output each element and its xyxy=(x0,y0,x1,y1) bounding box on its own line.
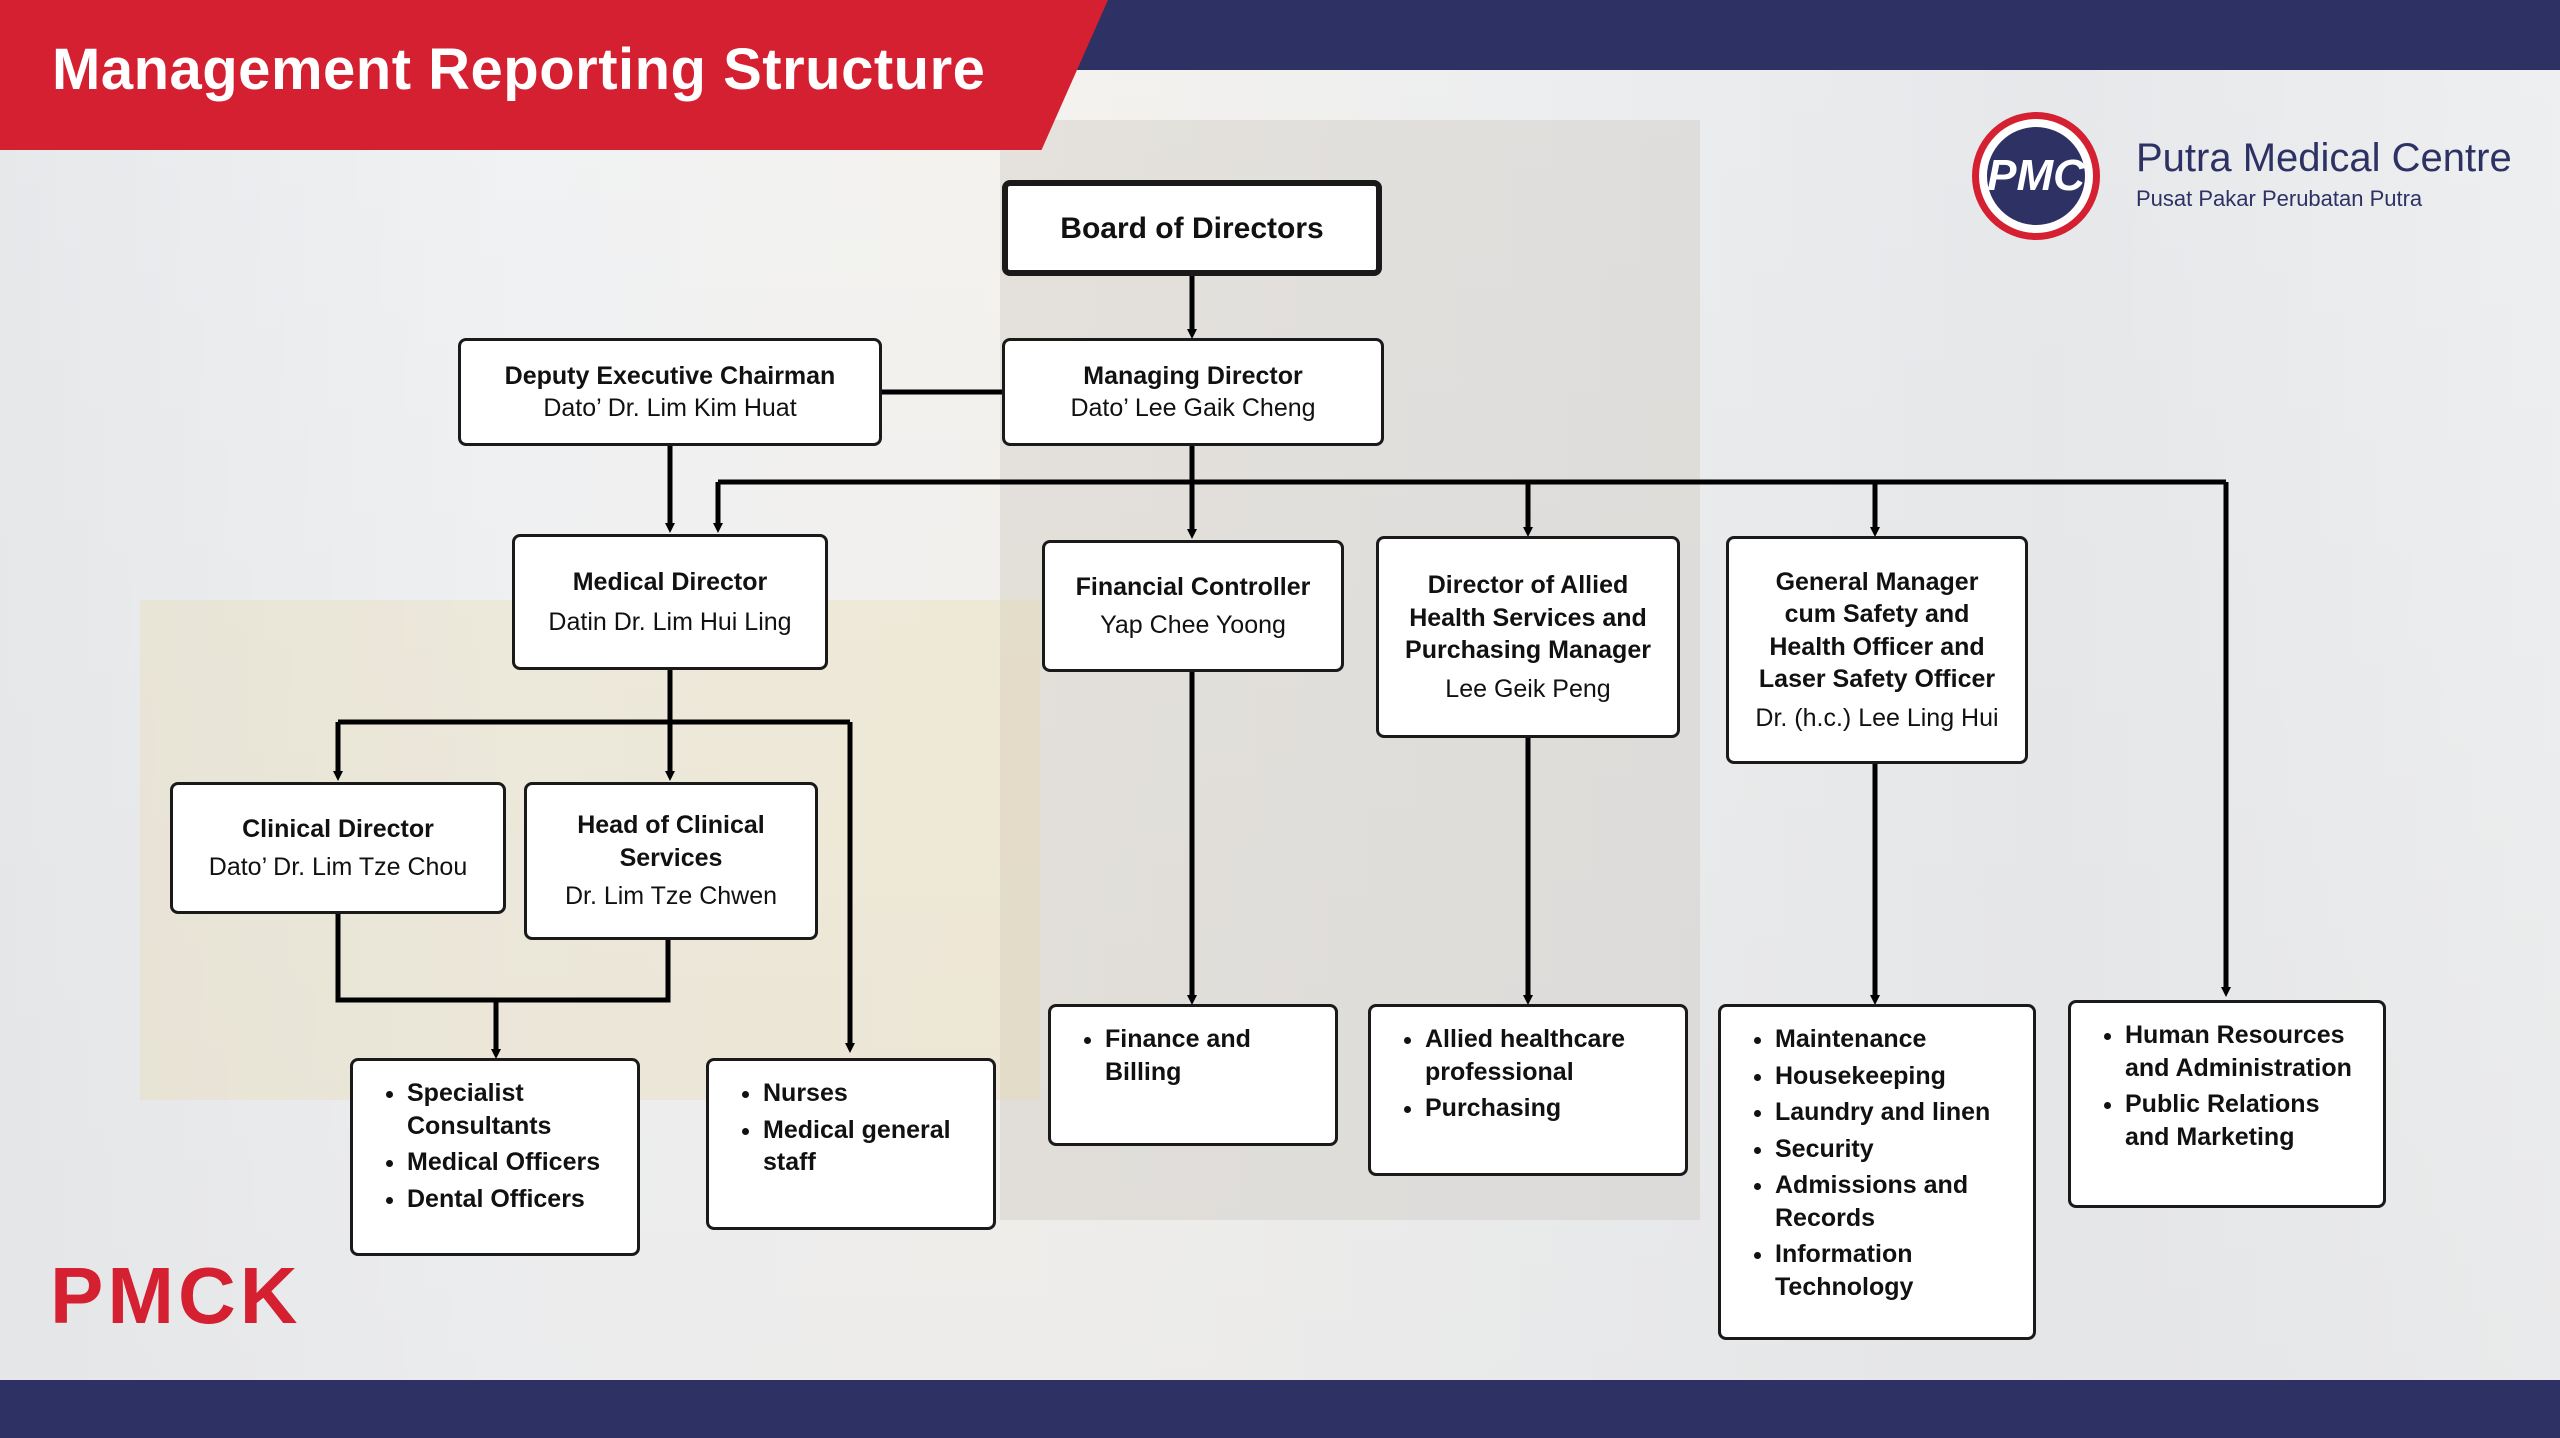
bottom-bar xyxy=(0,1380,2560,1438)
medical-title: Medical Director xyxy=(572,567,768,596)
hr-list-box: Human Resources and Administration Publi… xyxy=(2068,1000,2386,1208)
pmck-logo: PMCK xyxy=(50,1251,302,1340)
list-item: Human Resources and Administration xyxy=(2125,1019,2363,1084)
board-of-directors-box: Board of Directors xyxy=(1002,180,1382,276)
headclin-title: Head of Clinical Services xyxy=(577,811,765,872)
finance-title: Financial Controller xyxy=(1075,572,1311,601)
logo-name: Putra Medical Centre xyxy=(2136,136,2512,180)
list-item: Finance and Billing xyxy=(1105,1023,1321,1088)
list-item: Housekeeping xyxy=(1775,1060,2011,1093)
pmc-logo-icon: PMC xyxy=(1972,112,2100,240)
general-manager-box: General Manager cum Safety and Health Of… xyxy=(1726,536,2028,764)
clinical-director-box: Clinical Director Dato’ Dr. Lim Tze Chou xyxy=(170,782,506,914)
medical-name: Datin Dr. Lim Hui Ling xyxy=(548,608,792,636)
gm-name: Dr. (h.c.) Lee Ling Hui xyxy=(1755,703,1999,732)
managing-director-box: Managing Director Dato’ Lee Gaik Cheng xyxy=(1002,338,1384,446)
md-name: Dato’ Lee Gaik Cheng xyxy=(1070,394,1316,422)
allied-list-box: Allied healthcare professional Purchasin… xyxy=(1368,1004,1688,1176)
list-item: Maintenance xyxy=(1775,1023,2011,1056)
list-item: Public Relations and Marketing xyxy=(2125,1088,2363,1153)
board-title: Board of Directors xyxy=(1060,211,1324,245)
gm-list-box: Maintenance Housekeeping Laundry and lin… xyxy=(1718,1004,2036,1340)
specialists-list-box: Specialist Consultants Medical Officers … xyxy=(350,1058,640,1256)
title-banner xyxy=(0,0,1108,150)
head-clinical-services-box: Head of Clinical Services Dr. Lim Tze Ch… xyxy=(524,782,818,940)
financial-controller-box: Financial Controller Yap Chee Yoong xyxy=(1042,540,1344,672)
finance-list-box: Finance and Billing xyxy=(1048,1004,1338,1146)
list-item: Purchasing xyxy=(1425,1092,1671,1125)
headclin-name: Dr. Lim Tze Chwen xyxy=(564,882,778,911)
connector-clinical-headclin-join xyxy=(335,914,671,1003)
allied-director-box: Director of Allied Health Services and P… xyxy=(1376,536,1680,738)
list-item: Admissions and Records xyxy=(1775,1169,2011,1234)
gm-title: General Manager cum Safety and Health Of… xyxy=(1758,567,1996,694)
list-item: Specialist Consultants xyxy=(407,1077,623,1142)
allied-title: Director of Allied Health Services and P… xyxy=(1405,571,1651,664)
list-item: Nurses xyxy=(763,1077,979,1110)
logo-subtitle: Pusat Pakar Perubatan Putra xyxy=(2136,186,2423,211)
list-item: Allied healthcare professional xyxy=(1425,1023,1671,1088)
clinical-title: Clinical Director xyxy=(242,814,434,843)
allied-name: Lee Geik Peng xyxy=(1445,674,1611,703)
md-title: Managing Director xyxy=(1083,361,1303,390)
pmc-logo: PMC Putra Medical Centre Pusat Pakar Per… xyxy=(1972,108,2532,244)
deputy-title: Deputy Executive Chairman xyxy=(504,361,836,390)
list-item: Medical general staff xyxy=(763,1114,979,1179)
finance-name: Yap Chee Yoong xyxy=(1100,611,1286,639)
nurses-list-box: Nurses Medical general staff xyxy=(706,1058,996,1230)
medical-director-box: Medical Director Datin Dr. Lim Hui Ling xyxy=(512,534,828,670)
page-title: Management Reporting Structure xyxy=(52,37,986,102)
deputy-name: Dato’ Dr. Lim Kim Huat xyxy=(543,394,797,422)
list-item: Information Technology xyxy=(1775,1238,2011,1303)
list-item: Dental Officers xyxy=(407,1183,623,1216)
list-item: Medical Officers xyxy=(407,1146,623,1179)
list-item: Laundry and linen xyxy=(1775,1096,2011,1129)
deputy-chairman-box: Deputy Executive Chairman Dato’ Dr. Lim … xyxy=(458,338,882,446)
list-item: Security xyxy=(1775,1133,2011,1166)
clinical-name: Dato’ Dr. Lim Tze Chou xyxy=(208,853,468,881)
